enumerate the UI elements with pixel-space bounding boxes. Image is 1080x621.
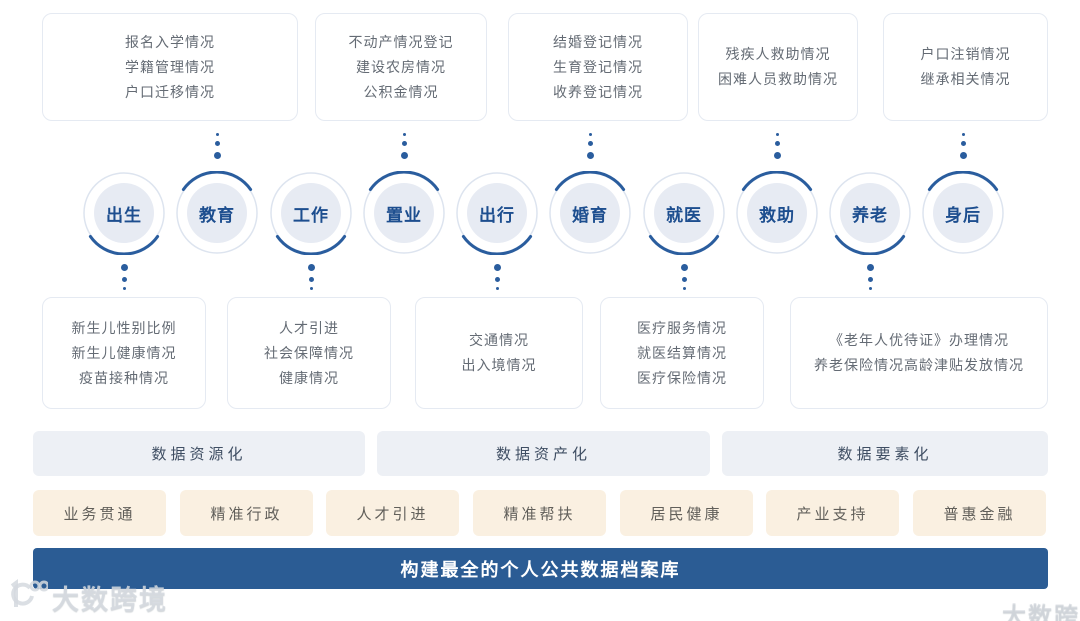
dotted-connector xyxy=(773,131,781,162)
stage-circle-assistance: 救助 xyxy=(735,171,819,255)
bottom-info-box-medical: 医疗服务情况 就医结算情况 医疗保险情况 xyxy=(600,297,764,409)
stage-circle-work: 工作 xyxy=(269,171,353,255)
info-line: 健康情况 xyxy=(279,369,339,386)
stage-circle-education: 教育 xyxy=(175,171,259,255)
info-line: 出入境情况 xyxy=(461,357,537,373)
info-line: 交通情况 xyxy=(469,332,529,348)
outcome-box-business: 业务贯通 xyxy=(33,490,166,536)
stage-label: 养老 xyxy=(852,205,888,225)
process-bar-data-resource: 数据资源化 xyxy=(33,431,365,476)
outcome-box-administration: 精准行政 xyxy=(180,490,313,536)
outcome-box-finance: 普惠金融 xyxy=(913,490,1046,536)
stage-ring xyxy=(270,172,352,255)
stage-ring xyxy=(456,172,538,255)
stage-ring xyxy=(922,171,1004,254)
stage-ring xyxy=(83,172,165,255)
outcome-box-aid: 精准帮扶 xyxy=(473,490,606,536)
info-line: 医疗服务情况 xyxy=(637,319,727,336)
info-line: 公积金情况 xyxy=(363,83,439,100)
stage-ring xyxy=(736,171,818,254)
outcome-box-industry: 产业支持 xyxy=(766,490,899,536)
bottom-info-box-birth: 新生儿性别比例 新生儿健康情况 疫苗接种情况 xyxy=(42,297,206,409)
bottom-info-box-elderly: 《老年人优待证》办理情况 养老保险情况高龄津贴发放情况 xyxy=(790,297,1048,409)
stage-ring xyxy=(549,171,631,254)
info-line: 不动产情况登记 xyxy=(348,33,454,50)
brand-logo-icon xyxy=(6,579,50,616)
stage-circle-travel: 出行 xyxy=(455,171,539,255)
top-info-box-education: 报名入学情况 学籍管理情况 户口迁移情况 xyxy=(42,13,298,121)
info-line: 医疗保险情况 xyxy=(637,369,727,386)
stage-ring xyxy=(363,171,445,254)
info-line: 户口迁移情况 xyxy=(125,83,215,100)
stage-label: 救助 xyxy=(759,205,795,225)
info-line: 新生儿健康情况 xyxy=(71,344,177,361)
stage-label: 就医 xyxy=(666,205,702,225)
info-line: 建设农房情况 xyxy=(356,58,446,75)
dotted-connector xyxy=(866,261,874,292)
info-line: 残疾人救助情况 xyxy=(725,46,831,62)
info-line: 报名入学情况 xyxy=(125,33,215,50)
stage-label: 置业 xyxy=(386,205,422,225)
bottom-info-box-travel: 交通情况 出入境情况 xyxy=(415,297,583,409)
bottom-info-box-work: 人才引进 社会保障情况 健康情况 xyxy=(227,297,391,409)
info-line: 《老年人优待证》办理情况 xyxy=(829,332,1009,348)
outcome-box-health: 居民健康 xyxy=(620,490,753,536)
dotted-connector xyxy=(120,261,128,292)
stage-ring xyxy=(643,172,725,255)
dotted-connector xyxy=(307,261,315,292)
stage-label: 婚育 xyxy=(572,205,608,225)
stage-circle-medical: 就医 xyxy=(642,171,726,255)
stage-circle-afterlife: 身后 xyxy=(921,171,1005,255)
stage-label: 出生 xyxy=(106,205,142,225)
top-info-box-assistance: 残疾人救助情况 困难人员救助情况 xyxy=(698,13,858,121)
info-line: 疫苗接种情况 xyxy=(79,369,169,386)
dotted-connector xyxy=(586,131,594,162)
dotted-connector xyxy=(400,131,408,162)
stage-ring xyxy=(176,171,258,254)
watermark: 大数跨境 xyxy=(6,578,168,617)
dotted-connector xyxy=(959,131,967,162)
stage-label: 工作 xyxy=(293,205,329,225)
info-line: 养老保险情况高龄津贴发放情况 xyxy=(814,357,1024,373)
info-line: 新生儿性别比例 xyxy=(71,319,177,336)
process-bar-data-element: 数据要素化 xyxy=(722,431,1048,476)
dotted-connector xyxy=(213,131,221,162)
top-info-box-afterlife: 户口注销情况 继承相关情况 xyxy=(883,13,1048,121)
info-line: 就医结算情况 xyxy=(637,344,727,361)
process-bar-data-asset: 数据资产化 xyxy=(377,431,710,476)
stage-ring xyxy=(829,172,911,255)
stage-label: 教育 xyxy=(199,205,235,225)
stage-circle-marriage: 婚育 xyxy=(548,171,632,255)
dotted-connector xyxy=(493,261,501,292)
stage-label: 出行 xyxy=(479,205,515,225)
info-line: 困难人员救助情况 xyxy=(718,71,838,87)
info-line: 生育登记情况 xyxy=(553,58,643,75)
banner-title: 构建最全的个人公共数据档案库 xyxy=(400,559,681,580)
stage-circle-birth: 出生 xyxy=(82,171,166,255)
banner: 构建最全的个人公共数据档案库 xyxy=(33,548,1048,589)
outcome-box-talent: 人才引进 xyxy=(326,490,459,536)
info-line: 结婚登记情况 xyxy=(553,33,643,50)
info-line: 人才引进 xyxy=(279,319,339,336)
info-line: 社会保障情况 xyxy=(264,344,354,361)
watermark-text: 大数跨境 xyxy=(1002,603,1080,621)
top-info-box-housing: 不动产情况登记 建设农房情况 公积金情况 xyxy=(315,13,487,121)
info-line: 学籍管理情况 xyxy=(125,58,215,75)
stage-label: 身后 xyxy=(945,205,981,225)
watermark-text: 大数跨境 xyxy=(52,585,168,615)
dotted-connector xyxy=(680,261,688,292)
watermark-corner: 大数跨境 xyxy=(1002,596,1080,621)
info-line: 继承相关情况 xyxy=(920,71,1011,87)
info-line: 户口注销情况 xyxy=(920,46,1011,62)
stage-circle-elderly: 养老 xyxy=(828,171,912,255)
stage-circle-housing: 置业 xyxy=(362,171,446,255)
top-info-box-marriage: 结婚登记情况 生育登记情况 收养登记情况 xyxy=(508,13,688,121)
info-line: 收养登记情况 xyxy=(553,83,643,100)
